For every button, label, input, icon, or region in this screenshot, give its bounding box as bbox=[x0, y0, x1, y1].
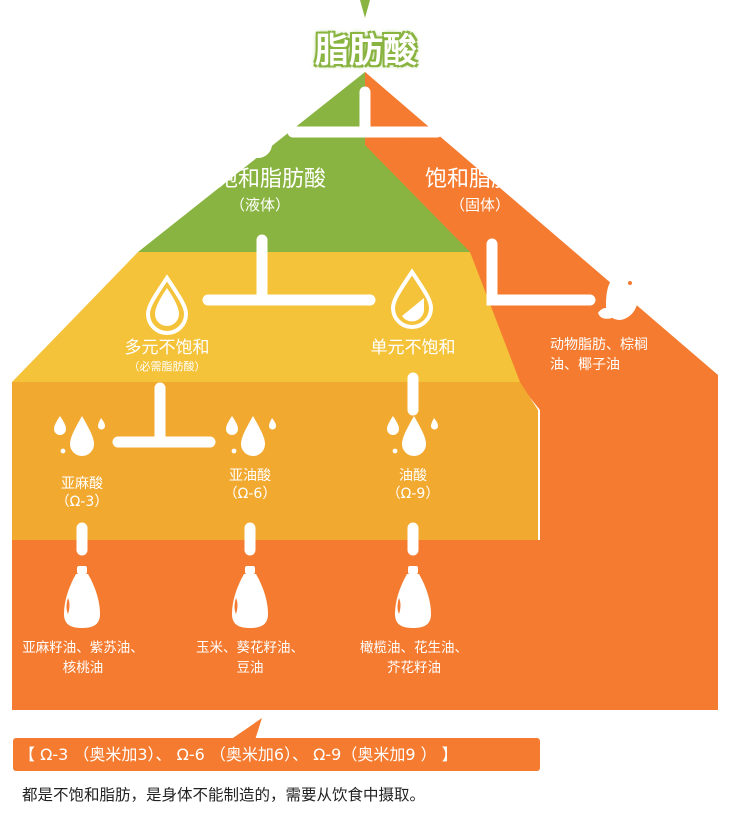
oil-line: 核桃油 bbox=[62, 660, 104, 677]
bird-leaf-icon bbox=[598, 273, 644, 320]
acid-name: 油酸 bbox=[399, 468, 427, 484]
yellow-tier-unsaturated-types bbox=[12, 252, 520, 382]
oils-omega3: 亚麻籽油、紫苏油、 核桃油 bbox=[12, 638, 154, 679]
oil-bottle-icon-omega9 bbox=[395, 566, 431, 628]
oil-line: 亚麻籽油、紫苏油、 bbox=[22, 640, 144, 656]
orange-tier-oils bbox=[12, 540, 718, 710]
oil-bottle-icon-omega6 bbox=[232, 566, 268, 628]
oil-line: 豆油 bbox=[236, 660, 264, 677]
unsaturated-title: 不饱和脂肪酸 bbox=[193, 167, 326, 192]
acid-name: 亚麻酸 bbox=[61, 476, 103, 492]
diamond-outline-icon bbox=[454, 110, 494, 150]
saturated-sources: 动物脂肪、棕榈 油、椰子油 bbox=[550, 336, 648, 375]
droplet-half-icon bbox=[390, 268, 434, 329]
oils-omega6: 玉米、葵花籽油、 豆油 bbox=[186, 638, 314, 679]
oils-omega9: 橄榄油、花生油、 芥花籽油 bbox=[350, 638, 478, 679]
droplets-icon-omega6 bbox=[226, 416, 276, 456]
saturated-state: （固体） bbox=[449, 196, 510, 214]
oil-line: 玉米、葵花籽油、 bbox=[196, 640, 304, 656]
footnote: 都是不饱和脂肪，是身体不能制造的，需要从饮食中摄取。 bbox=[22, 786, 426, 804]
oil-line: 橄榄油、花生油、 bbox=[360, 640, 468, 656]
saturated-title: 饱和脂肪酸 bbox=[424, 167, 535, 192]
droplets-icon-omega3 bbox=[54, 416, 105, 456]
saturated-sources-line: 动物脂肪、棕榈 bbox=[550, 337, 648, 353]
droplet-full-icon bbox=[145, 274, 189, 335]
droplets-icon-omega9 bbox=[387, 416, 438, 456]
acid-omega6: 亚油酸 （Ω-6） bbox=[210, 468, 290, 503]
acid-omega: （Ω-3） bbox=[55, 493, 109, 510]
connector-top bbox=[287, 86, 443, 138]
green-tier-unsaturated bbox=[138, 72, 365, 252]
polyunsaturated-title: 多元不饱和 bbox=[124, 338, 210, 358]
acid-omega: （Ω-9） bbox=[386, 485, 440, 502]
polyunsaturated-note: （必需脂肪酸） bbox=[128, 360, 206, 373]
oil-line: 芥花籽油 bbox=[387, 660, 441, 677]
top-pointer bbox=[360, 0, 370, 18]
omega-callout: 【 Ω-3 （奥米加3）、 Ω-6 （奥米加6）、 Ω-9（奥米加9 ） 】 bbox=[13, 738, 540, 771]
acid-omega3: 亚麻酸 （Ω-3） bbox=[42, 476, 122, 511]
connectors bbox=[76, 86, 596, 556]
amber-tier-acids bbox=[12, 382, 538, 540]
droplet-outline-icon bbox=[243, 107, 273, 158]
connector-oils bbox=[76, 522, 419, 556]
page-title: 脂肪酸 bbox=[315, 31, 417, 71]
acid-name: 亚油酸 bbox=[229, 468, 271, 484]
unsaturated-state: （液体） bbox=[229, 196, 290, 214]
oil-bottle-icon-omega3 bbox=[64, 566, 100, 628]
connector-unsaturated bbox=[202, 234, 376, 306]
acid-omega: （Ω-6） bbox=[223, 485, 277, 502]
saturated-sources-line: 油、椰子油 bbox=[550, 356, 620, 373]
acid-omega9: 油酸 （Ω-9） bbox=[373, 468, 453, 503]
monounsaturated-title: 单元不饱和 bbox=[370, 338, 456, 358]
connector-saturated bbox=[486, 238, 596, 306]
connector-poly bbox=[112, 382, 216, 448]
callout-pointer bbox=[230, 718, 262, 740]
